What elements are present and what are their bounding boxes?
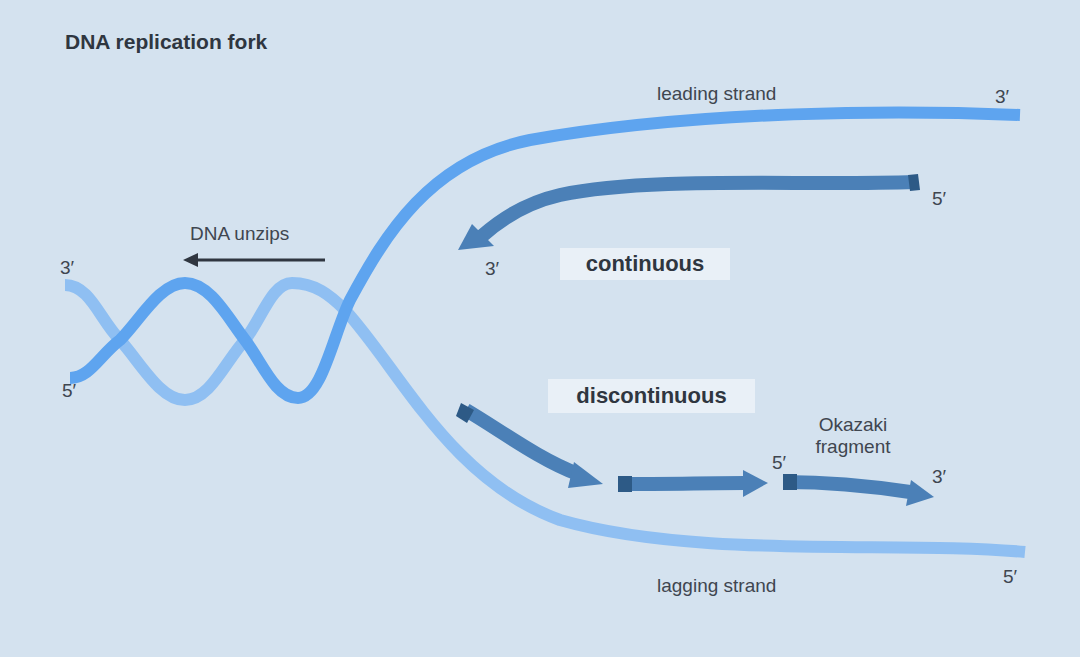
end-label: 3′ <box>932 466 946 488</box>
process-label-box: discontinuous <box>548 379 755 413</box>
fragment-label: Okazaki fragment <box>798 414 908 458</box>
box-text: discontinuous <box>576 383 726 409</box>
end-label: 3′ <box>60 257 74 279</box>
arrow-head <box>458 224 494 250</box>
arrow-head <box>906 480 934 506</box>
primer-cap <box>908 174 920 191</box>
strand-label: leading strand <box>657 83 776 105</box>
continuous-new-strand <box>482 182 915 236</box>
primer-cap <box>618 476 632 492</box>
box-text: continuous <box>586 251 705 277</box>
end-label: 5′ <box>772 452 786 474</box>
end-label: 5′ <box>1003 566 1017 588</box>
lagging-template-strand <box>65 283 1025 552</box>
okazaki-fragment-strand <box>620 483 745 484</box>
end-label: 3′ <box>485 258 499 280</box>
process-label-box: continuous <box>560 248 730 280</box>
strand-label: lagging strand <box>657 575 776 597</box>
diagram-title: DNA replication fork <box>65 30 267 54</box>
okazaki-fragment-strand <box>466 410 578 474</box>
direction-arrow-line <box>196 259 325 262</box>
end-label: 5′ <box>932 188 946 210</box>
primer-cap <box>456 403 474 423</box>
direction-arrow-head <box>183 253 198 267</box>
leading-template-strand <box>70 113 1020 398</box>
end-label: 3′ <box>995 86 1009 108</box>
primer-cap <box>783 474 797 490</box>
end-label: 5′ <box>62 380 76 402</box>
okazaki-fragment-strand <box>785 482 910 492</box>
arrow-head <box>568 462 603 488</box>
arrow-head <box>743 470 768 497</box>
direction-label: DNA unzips <box>190 223 289 245</box>
